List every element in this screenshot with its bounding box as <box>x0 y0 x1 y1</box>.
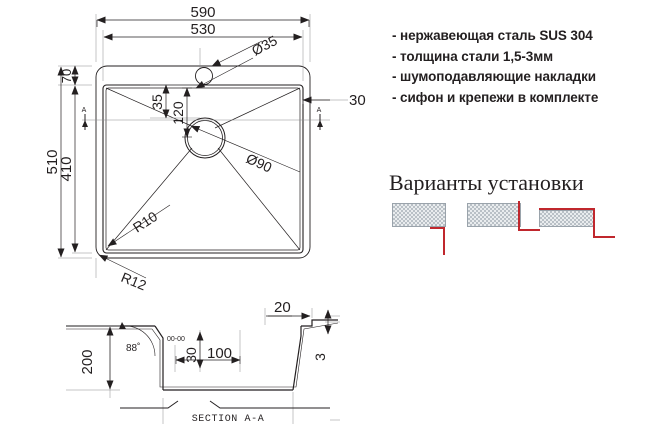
dim-text-30-section: 30 <box>183 347 199 363</box>
leader-drain-diameter <box>190 125 301 173</box>
variant-topmount <box>539 198 629 253</box>
faucet-hole <box>195 67 213 85</box>
dim-text-88: 88˚ <box>126 342 140 354</box>
spec-item-material: - нержавеющая сталь SUS 304 <box>392 28 593 43</box>
dim-text-100: 100 <box>207 345 232 362</box>
spec-item-thickness: - толщина стали 1,5-3мм <box>392 48 553 64</box>
specs-list: - нержавеющая сталь SUS 304 - толщина ст… <box>392 26 642 108</box>
section-title: SECTION A-A <box>192 414 265 425</box>
section-mark-right <box>317 114 323 130</box>
dim-text-530: 530 <box>190 21 215 38</box>
countertop-block-2 <box>467 203 521 227</box>
section-break-lines <box>120 400 330 409</box>
variant-flush-mount <box>392 203 462 255</box>
dim-text-200: 200 <box>79 349 96 374</box>
dim-text-d35: Ø35 <box>249 32 280 59</box>
sink-rim-line-1 <box>430 227 445 229</box>
dim-wall-angle-88 <box>119 322 156 357</box>
leader-faucet-diameter <box>195 40 263 89</box>
dim-text-3: 3 <box>312 353 328 361</box>
bowl-slope-lines <box>105 87 301 251</box>
sink-rim-line-3 <box>593 236 615 238</box>
sink-rim-line-2 <box>518 229 540 231</box>
leader-outer-radius <box>98 254 147 279</box>
spec-item-siphon: - сифон и крепежи в комплекте <box>392 89 599 105</box>
dim-drain-offset-120 <box>182 87 192 138</box>
dim-text-35: 35 <box>149 94 165 110</box>
sink-edge-line-1 <box>443 227 445 255</box>
sink-edge-line-2 <box>518 201 520 231</box>
section-letter-left: A <box>82 107 87 114</box>
dim-text-r10: R10 <box>130 208 160 236</box>
leader-inner-radius <box>107 204 171 247</box>
dim-text-120: 120 <box>170 101 186 125</box>
dim-overall-width-590 <box>96 16 310 27</box>
sink-top-line-3 <box>539 208 595 210</box>
dim-drain-width-100 <box>175 356 241 364</box>
dim-text-20: 20 <box>274 299 291 316</box>
dim-text-r12: R12 <box>119 269 149 294</box>
dim-text-note: 00-00 <box>167 336 185 343</box>
countertop-block-1 <box>392 203 446 227</box>
dim-text-70: 70 <box>59 69 74 83</box>
dim-text-510: 510 <box>44 149 61 174</box>
drain-hole <box>184 117 226 159</box>
sink-outer-outline <box>95 65 311 259</box>
variants-title: Варианты установки <box>389 170 584 195</box>
countertop-block-3 <box>539 210 595 227</box>
spec-item-soundproofing: - шумоподавляющие накладки <box>392 69 596 84</box>
projection-lines <box>58 14 348 278</box>
dim-text-410: 410 <box>58 156 75 181</box>
variant-undermount <box>467 198 547 253</box>
section-letter-right: A <box>317 107 322 114</box>
section-profile-inner <box>66 322 339 388</box>
dim-text-d90: Ø90 <box>244 150 275 175</box>
dim-text-30: 30 <box>349 92 366 109</box>
dim-text-590: 590 <box>190 4 215 21</box>
sink-edge-line-3 <box>593 208 595 238</box>
section-mark-left <box>82 114 88 130</box>
